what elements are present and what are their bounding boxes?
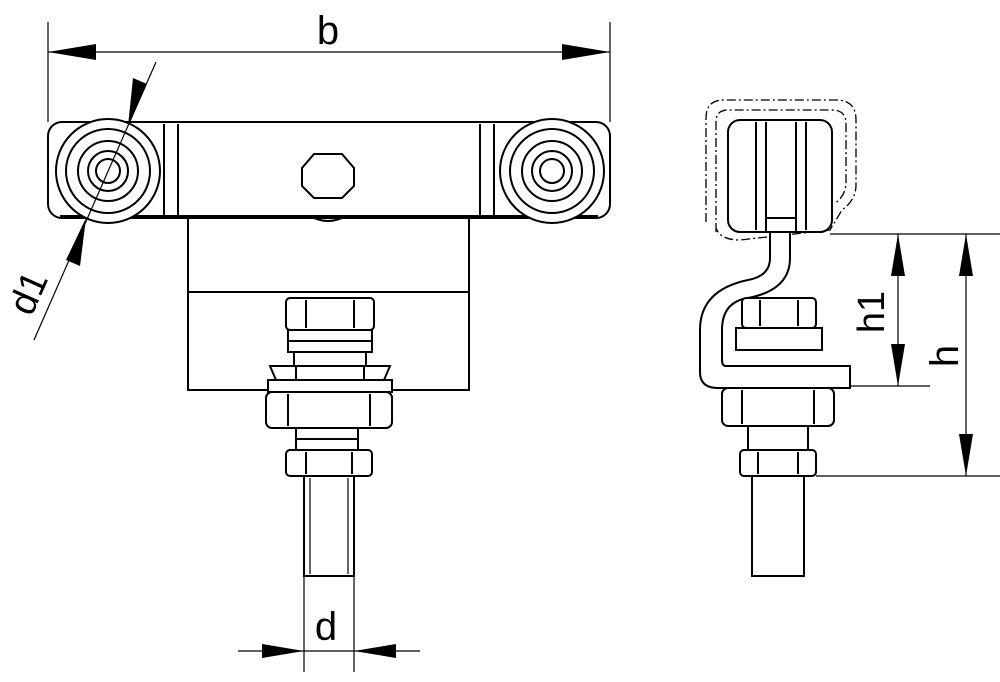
front-view: b [1, 9, 611, 672]
roller-side [727, 119, 833, 233]
suspension-bolt [265, 297, 393, 577]
dimension-d: d [238, 576, 420, 672]
bolt-side [721, 297, 835, 577]
label-d1: d1 [1, 265, 57, 321]
label-d: d [315, 605, 337, 649]
axle-bolt [301, 153, 355, 199]
rail-outline [705, 99, 857, 241]
roller-right [499, 118, 605, 224]
side-view: h1 h [699, 99, 1000, 577]
dimension-h: h1 h [816, 233, 1000, 477]
label-b: b [317, 9, 339, 53]
label-h: h [923, 345, 967, 367]
label-h1: h1 [851, 291, 893, 333]
dimension-b: b [47, 9, 611, 122]
